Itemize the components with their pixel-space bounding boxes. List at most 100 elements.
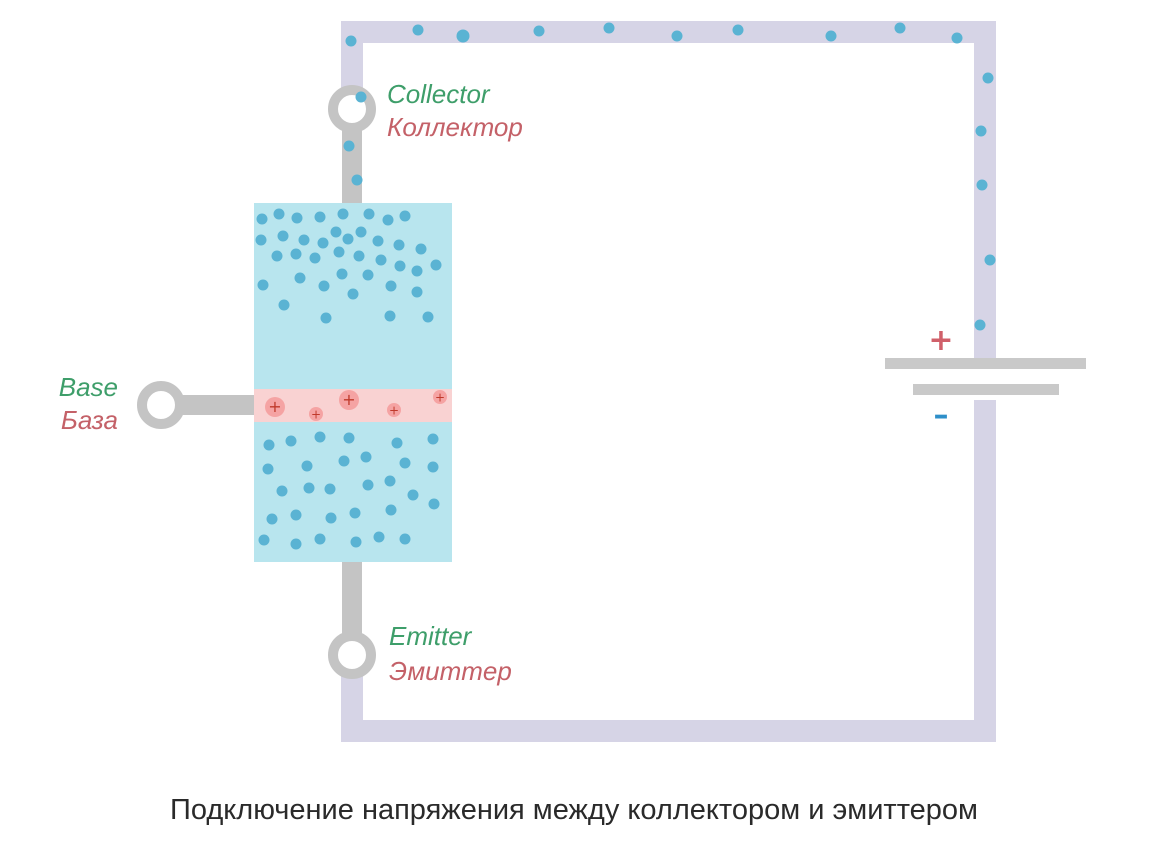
electron [825, 30, 837, 42]
electron [391, 437, 403, 449]
electron [303, 482, 315, 494]
electron [337, 208, 349, 220]
electron [399, 533, 411, 545]
electron [428, 498, 440, 510]
electron [399, 457, 411, 469]
electron [351, 174, 363, 186]
hole [433, 390, 447, 404]
electron [320, 312, 332, 324]
hole [265, 397, 285, 417]
electron [976, 179, 988, 191]
electron [385, 280, 397, 292]
hole-sign: + [435, 391, 445, 405]
electron [298, 234, 310, 246]
electron [355, 226, 367, 238]
electron [533, 25, 545, 37]
electron [393, 239, 405, 251]
electron [384, 310, 396, 322]
electron [427, 461, 439, 473]
electron [430, 259, 442, 271]
electron [258, 534, 270, 546]
electron [314, 533, 326, 545]
electron [951, 32, 963, 44]
electron [338, 455, 350, 467]
electron [974, 319, 986, 331]
battery-negative-plate [913, 384, 1059, 395]
electron [285, 435, 297, 447]
electron [262, 463, 274, 475]
electron [411, 265, 423, 277]
electron [255, 234, 267, 246]
electron [290, 538, 302, 550]
diagram-caption: Подключение напряжения между коллектором… [170, 794, 978, 826]
electron [314, 211, 326, 223]
electron [407, 489, 419, 501]
electron [355, 91, 367, 103]
electron [342, 233, 354, 245]
electron [345, 35, 357, 47]
collector-label-ru: Коллектор [387, 112, 523, 142]
emitter-terminal [328, 631, 376, 679]
electron [290, 248, 302, 260]
electron [347, 288, 359, 300]
electron [278, 299, 290, 311]
emitter-label-en: Emitter [389, 621, 473, 651]
base-label-ru: База [61, 405, 118, 435]
electron [294, 272, 306, 284]
battery-positive-plate [885, 358, 1086, 369]
electron [301, 460, 313, 472]
electron [385, 504, 397, 516]
electron [324, 483, 336, 495]
hole-sign: + [311, 408, 321, 422]
electron [732, 24, 744, 36]
electron [984, 254, 996, 266]
battery-minus-sign: – [934, 398, 949, 433]
electron [671, 30, 683, 42]
electron [427, 433, 439, 445]
electron [317, 237, 329, 249]
wire-electrons [343, 22, 996, 331]
collector-electrons [255, 208, 442, 324]
hole [309, 407, 323, 421]
electron [375, 254, 387, 266]
electron [360, 451, 372, 463]
electron [399, 210, 411, 222]
electron [975, 125, 987, 137]
hole-sign: + [342, 390, 355, 409]
hole-sign: + [268, 397, 281, 416]
electron [353, 250, 365, 262]
electron [277, 230, 289, 242]
electron [263, 439, 275, 451]
collector-label-en: Collector [387, 79, 491, 109]
electron [273, 208, 285, 220]
electron [362, 479, 374, 491]
hole-sign: + [389, 404, 399, 418]
electron [350, 536, 362, 548]
electron [257, 279, 269, 291]
electron [982, 72, 994, 84]
electron [412, 24, 424, 36]
electron [330, 226, 342, 238]
electron [362, 269, 374, 281]
hole [387, 403, 401, 417]
emitter-electrons [258, 431, 440, 550]
electron [415, 243, 427, 255]
electron [276, 485, 288, 497]
electron [343, 432, 355, 444]
electron [266, 513, 278, 525]
electron [271, 250, 283, 262]
electron [256, 213, 268, 225]
electron [325, 512, 337, 524]
electron [373, 531, 385, 543]
electron [291, 212, 303, 224]
electron [363, 208, 375, 220]
electron [456, 29, 470, 43]
electron [314, 431, 326, 443]
electron [343, 140, 355, 152]
electron [384, 475, 396, 487]
hole [339, 390, 359, 410]
base-holes: + + + + + [265, 390, 447, 422]
electron [309, 252, 321, 264]
electron [411, 286, 423, 298]
